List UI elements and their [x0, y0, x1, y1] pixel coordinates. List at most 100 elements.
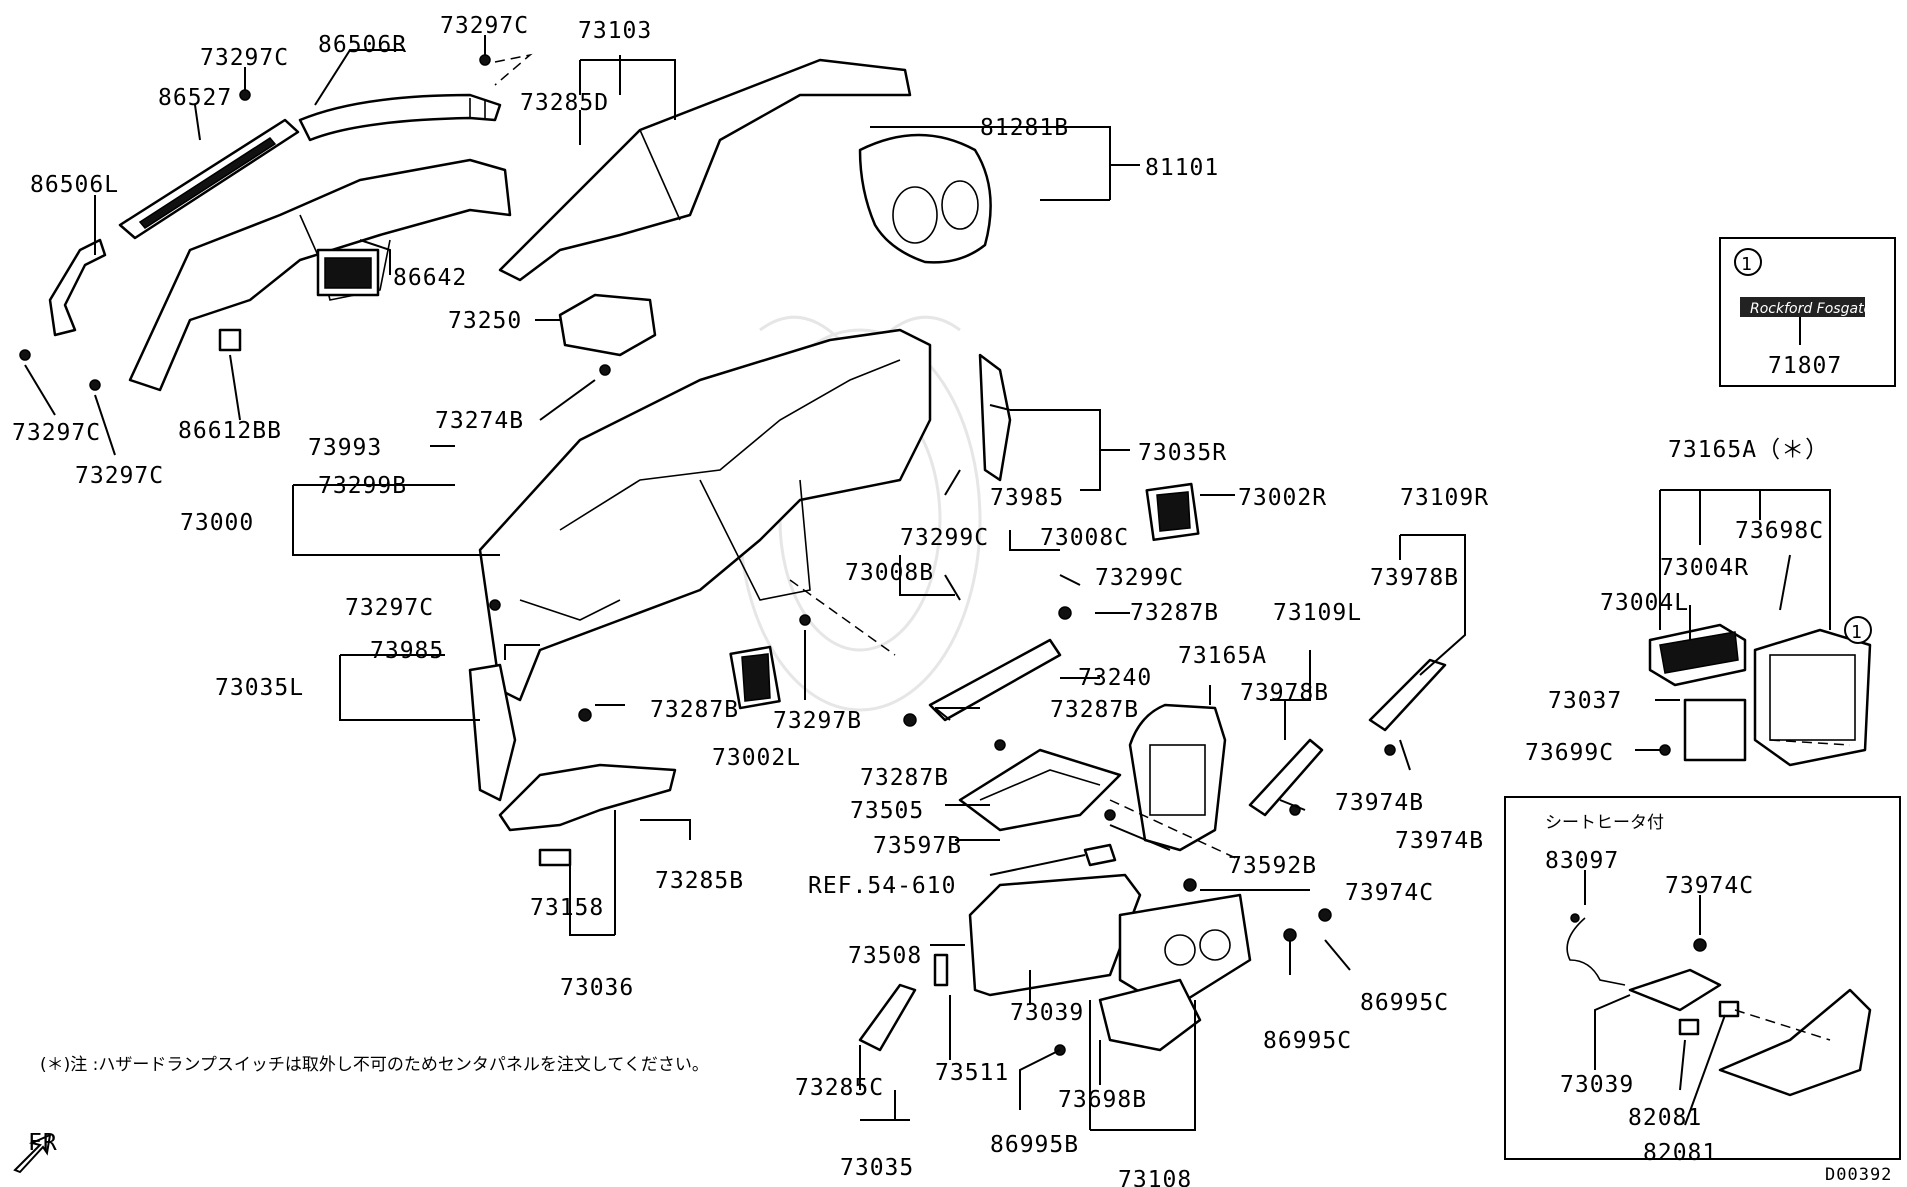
label-73000: 73000 — [180, 510, 254, 536]
label-86527: 86527 — [158, 85, 232, 111]
harness-83097 — [1566, 917, 1626, 986]
seat-heater-83097: 83097 — [1545, 848, 1619, 874]
label-73002l: 73002L — [712, 745, 801, 771]
seat-heater-title: シートヒータ付 — [1545, 813, 1664, 833]
label-86642: 86642 — [393, 265, 467, 291]
badge-marker: 1 — [1741, 254, 1753, 275]
label-73597b: 73597B — [873, 833, 962, 859]
panel-73103 — [498, 58, 912, 282]
label-73165a: 73165A — [1178, 643, 1267, 669]
label-73592b: 73592B — [1228, 853, 1317, 879]
label-73285c: 73285C — [795, 1075, 884, 1101]
label-73035: 73035 — [840, 1155, 914, 1181]
label-73036: 73036 — [560, 975, 634, 1001]
logo-plate — [1740, 297, 1865, 317]
label-86995c-2: 86995C — [1263, 1028, 1352, 1054]
center-panel-73165a — [1128, 703, 1227, 852]
center-panel-assy — [1753, 628, 1872, 767]
label-73974b-1: 73974B — [1335, 790, 1424, 816]
label-73978b-r: 73978B — [1370, 565, 1459, 591]
label-73974b-2: 73974B — [1395, 828, 1484, 854]
label-73287b-3: 73287B — [1050, 697, 1139, 723]
footnote: (＊)注 :ハザードランプスイッチは取外し不可のためセンタパネルを注文してくださ… — [40, 1055, 709, 1075]
side-cover-73035l — [468, 663, 517, 802]
label-73297c-mid: 73297C — [345, 595, 434, 621]
label-73158: 73158 — [530, 895, 604, 921]
switch-82081-a — [1678, 1018, 1700, 1036]
label-73109l: 73109L — [1273, 600, 1362, 626]
plug-86612bb — [218, 328, 242, 352]
label-73250: 73250 — [448, 308, 522, 334]
label-73004r: 73004R — [1660, 555, 1749, 581]
label-73698b: 73698B — [1058, 1087, 1147, 1113]
fasteners — [19, 54, 1707, 1056]
label-ref-54-610: REF.54-610 — [808, 873, 956, 899]
label-86995c-1: 86995C — [1360, 990, 1449, 1016]
seat-heater-82081-b: 82081 — [1643, 1140, 1717, 1166]
badge-part: 71807 — [1768, 353, 1842, 379]
airbag-73250 — [558, 293, 657, 357]
label-73002r: 73002R — [1238, 485, 1327, 511]
leader-lines — [24, 35, 1851, 1131]
label-73037: 73037 — [1548, 688, 1622, 714]
label-73004l: 73004L — [1600, 590, 1689, 616]
label-86612bb: 86612BB — [178, 418, 282, 444]
label-73297c-l2: 73297C — [75, 463, 164, 489]
label-73299b: 73299B — [318, 473, 407, 499]
side-cover-73035r — [978, 353, 1012, 482]
label-73699c: 73699C — [1525, 740, 1614, 766]
dashboard-73000 — [478, 328, 932, 702]
trim-73035 — [858, 983, 917, 1052]
diagram-code: D00392 — [1825, 1165, 1892, 1185]
badge-marker-circle — [1734, 248, 1762, 276]
label-73985-l: 73985 — [370, 638, 444, 664]
label-86506r: 86506R — [318, 32, 407, 58]
duct-86506l — [48, 238, 107, 337]
duct-86642 — [128, 158, 512, 392]
label-73297c-top: 73297C — [440, 13, 529, 39]
label-73008b: 73008B — [845, 560, 934, 586]
label-73297c-l1: 73297C — [12, 420, 101, 446]
label-81101: 81101 — [1145, 155, 1219, 181]
label-86995b: 86995B — [990, 1132, 1079, 1158]
side-marker: 1 — [1851, 622, 1863, 643]
trim-73109l — [1248, 738, 1324, 817]
front-arrow — [13, 1133, 52, 1174]
label-73698c-r: 73698C — [1735, 518, 1824, 544]
labels: 73297C 73103 73297C 86506R 86527 73285D … — [12, 13, 1829, 1187]
seat-heater-82081-a: 82081 — [1628, 1105, 1702, 1131]
label-73035r: 73035R — [1138, 440, 1227, 466]
seat-heater-73974c: 73974C — [1665, 873, 1754, 899]
label-73285d: 73285D — [520, 90, 609, 116]
label-73508: 73508 — [848, 943, 922, 969]
lower-panel-73108 — [1098, 978, 1202, 1052]
label-73299c-2: 73299C — [1095, 565, 1184, 591]
glovebox-frame-73505 — [958, 748, 1122, 832]
duct-86506r — [298, 93, 502, 142]
seat-heater-73039: 73039 — [1560, 1072, 1634, 1098]
label-73511: 73511 — [935, 1060, 1009, 1086]
ref-box — [1083, 843, 1117, 867]
label-73299c-1: 73299C — [900, 525, 989, 551]
meter-hood-81101 — [858, 133, 992, 264]
label-73287b-4: 73287B — [860, 765, 949, 791]
label-73165a-star: 73165A（＊） — [1668, 437, 1829, 463]
badge-box — [1719, 237, 1896, 387]
label-86506l: 86506L — [30, 172, 119, 198]
part-illustrations — [19, 54, 1872, 1097]
label-73109r: 73109R — [1400, 485, 1489, 511]
label-73108: 73108 — [1118, 1167, 1192, 1187]
side-marker-circle — [1844, 616, 1872, 644]
label-73035l: 73035L — [215, 675, 304, 701]
frame-73037 — [1683, 698, 1747, 762]
label-73274b: 73274B — [435, 408, 524, 434]
label-73039: 73039 — [1010, 1000, 1084, 1026]
glovebox-73508 — [968, 873, 1142, 997]
label-73240: 73240 — [1078, 665, 1152, 691]
label-73297c-2: 73297C — [200, 45, 289, 71]
switch-73039 — [1628, 968, 1722, 1012]
badge-logo-text: Rockford Fosgate — [1750, 301, 1872, 317]
switch-82081-b — [1718, 1000, 1740, 1018]
ac-panel-73039 — [1118, 893, 1252, 1012]
